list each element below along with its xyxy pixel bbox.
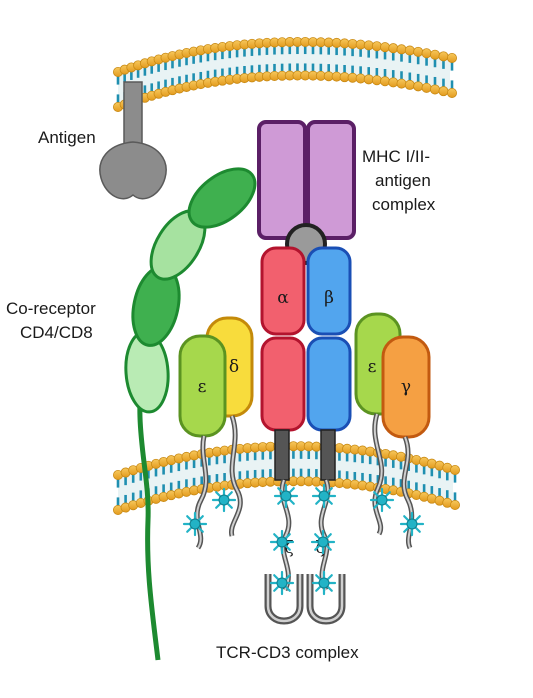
lipid-head (413, 46, 424, 57)
lipid-head (438, 86, 449, 97)
beta-transmembrane (320, 429, 336, 481)
coreceptor-label-line2: CD4/CD8 (20, 323, 93, 342)
mhc-label-line2: antigen (375, 171, 431, 190)
itam-star (311, 570, 337, 596)
lipid-head (421, 48, 432, 59)
itam-star (269, 529, 295, 555)
apc-membrane (113, 36, 457, 113)
itam-star (182, 511, 208, 537)
itam-star (369, 487, 395, 513)
itam-star (273, 483, 299, 509)
tcr-beta-variable (306, 246, 352, 336)
gamma-label: γ (401, 377, 411, 397)
tcr-beta-constant (306, 336, 352, 432)
alpha-transmembrane (274, 429, 290, 481)
epsilon-left-label: ε (198, 377, 207, 397)
delta-label: δ (229, 357, 239, 377)
lipid-head (446, 88, 457, 99)
lipid-head (413, 81, 424, 92)
itam-star (269, 570, 295, 596)
tcr-alpha-variable (260, 246, 306, 336)
lipid-head (380, 76, 391, 87)
lipid-head (388, 77, 399, 88)
mhc-label-line3: complex (372, 195, 436, 214)
lipid-head (449, 464, 460, 475)
lipid-head (446, 53, 457, 64)
itam-star (311, 483, 337, 509)
epsilon-right-label: ε (368, 357, 377, 377)
lipid-head (404, 79, 415, 90)
lipid-head (396, 78, 407, 89)
lipid-head (388, 43, 399, 54)
lipid-head (380, 42, 391, 53)
itam-motifs (182, 483, 425, 596)
mhc-label-line1: MHC I/II- (362, 147, 430, 166)
lipid-head (404, 45, 415, 56)
lipid-head (429, 49, 440, 60)
antigen-shape (99, 81, 167, 200)
antigen-label: Antigen (38, 128, 96, 147)
tcr-alpha-beta: α β (260, 246, 352, 481)
beta-label: β (324, 288, 334, 308)
coreceptor-label-line1: Co-receptor (6, 299, 96, 318)
zeta-right-label: ζ (315, 538, 324, 558)
lipid-head (449, 499, 460, 510)
lipid-head (438, 51, 449, 62)
tcr-cd3-label: TCR-CD3 complex (216, 643, 359, 662)
alpha-label: α (277, 288, 289, 308)
cd3-epsilon-delta: ε δ (178, 316, 254, 550)
itam-star (399, 511, 425, 537)
itam-star (211, 487, 237, 513)
lipid-head (371, 75, 382, 86)
coreceptor (124, 167, 257, 661)
lipid-head (371, 41, 382, 52)
lipid-head (421, 82, 432, 93)
lipid-head (429, 84, 440, 95)
itam-star (310, 529, 336, 555)
cd3-epsilon-gamma: ε γ (354, 312, 431, 550)
lipid-head (396, 44, 407, 55)
tcr-alpha-constant (260, 336, 306, 432)
coreceptor-domain-1 (187, 167, 257, 229)
mhc-molecule (257, 120, 356, 265)
